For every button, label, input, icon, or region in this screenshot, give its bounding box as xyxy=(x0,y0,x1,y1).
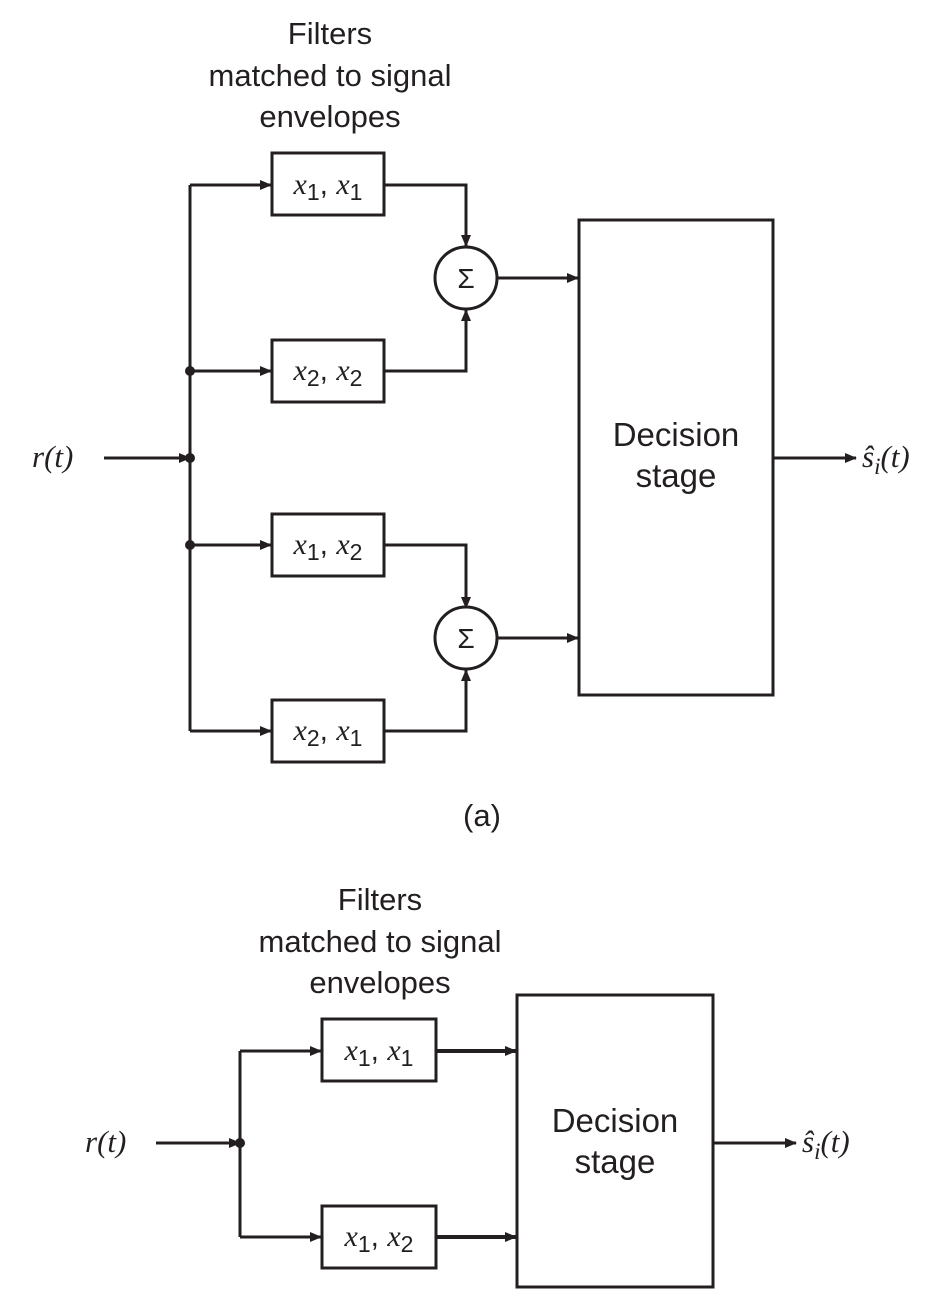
filter-box-x1-x2: x1, x2 xyxy=(320,1204,438,1270)
decision-label-line-1: Decision xyxy=(552,1102,679,1139)
diagram-a: Filters matched to signal envelopes r(t)… xyxy=(32,16,910,833)
junction-dot xyxy=(235,1138,245,1148)
input-signal-label: r(t) xyxy=(32,439,73,474)
filters-heading-line-2: matched to signal xyxy=(259,924,502,959)
filters-heading-line-3: envelopes xyxy=(309,965,450,1000)
input-signal-label: r(t) xyxy=(85,1124,126,1159)
filters-heading-line-2: matched to signal xyxy=(209,58,452,93)
output-signal-label: ŝi(t) xyxy=(802,1124,850,1164)
svg-text:x1, x1: x1, x1 xyxy=(344,1034,414,1071)
filter-to-summer-arrow xyxy=(384,543,471,609)
diagram-a-caption: (a) xyxy=(463,798,501,833)
junction-dot xyxy=(185,453,195,463)
filter-box-x1-x2: x1, x2 xyxy=(270,512,386,578)
filters-heading-line-1: Filters xyxy=(338,882,422,917)
sigma-symbol: Σ xyxy=(457,263,474,294)
summer-node-lower: Σ xyxy=(433,605,499,671)
filter-to-summer-arrow xyxy=(384,309,471,373)
filter-box-x2-x1: x2, x1 xyxy=(270,698,386,764)
filter-box-x1-x1: x1, x1 xyxy=(320,1017,438,1083)
svg-text:x1, x1: x1, x1 xyxy=(293,168,363,205)
svg-text:x1, x2: x1, x2 xyxy=(293,528,363,565)
decision-stage-box: Decision stage xyxy=(515,993,715,1289)
decision-label-line-1: Decision xyxy=(613,416,740,453)
decision-label-line-2: stage xyxy=(636,457,717,494)
filter-box-x1-x1: x1, x1 xyxy=(270,151,386,217)
svg-text:x2, x1: x2, x1 xyxy=(293,714,363,751)
svg-text:x1, x2: x1, x2 xyxy=(344,1220,414,1257)
filters-heading-line-3: envelopes xyxy=(259,99,400,134)
output-signal-label: ŝi(t) xyxy=(862,439,910,479)
filter-box-x2-x2: x2, x2 xyxy=(270,338,386,404)
sigma-symbol: Σ xyxy=(457,623,474,654)
diagram-b: Filters matched to signal envelopes r(t)… xyxy=(85,882,850,1289)
filter-to-summer-arrow xyxy=(384,183,471,247)
filter-to-summer-arrow xyxy=(384,669,471,733)
filters-heading-line-1: Filters xyxy=(288,16,372,51)
decision-label-line-2: stage xyxy=(575,1143,656,1180)
svg-text:x2, x2: x2, x2 xyxy=(293,354,363,391)
summer-node-upper: Σ xyxy=(433,245,499,311)
decision-stage-box: Decision stage xyxy=(577,218,775,697)
